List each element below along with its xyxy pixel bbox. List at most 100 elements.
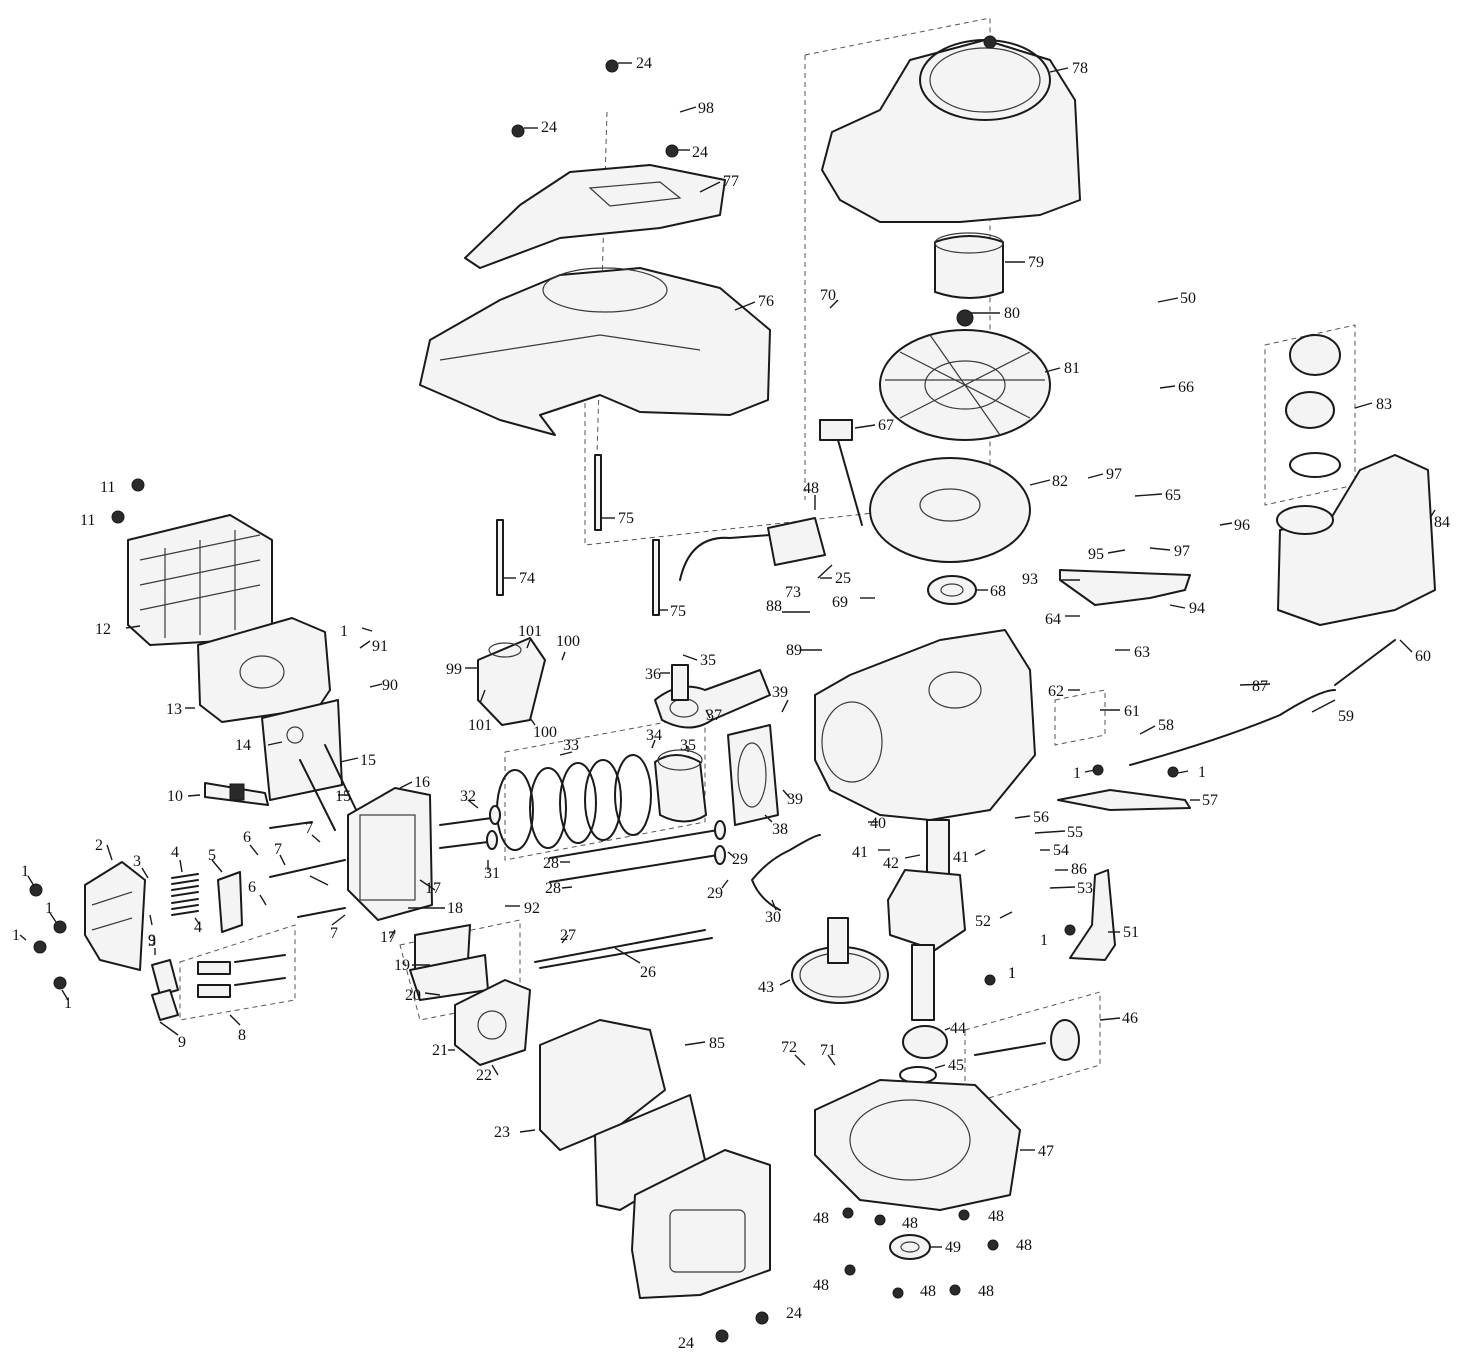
callout-label: 1 xyxy=(1008,965,1016,982)
top-cover-77 xyxy=(464,164,726,269)
callout-label: 21 xyxy=(432,1042,448,1059)
muffler-guard-12 xyxy=(127,514,273,646)
callout-label: 15 xyxy=(360,752,376,769)
callout-label: 6 xyxy=(248,879,256,896)
callout-label: 29 xyxy=(732,851,748,868)
callout-label: 80 xyxy=(1004,305,1020,322)
callout-label: 4 xyxy=(171,844,179,861)
callout-label: 11 xyxy=(100,479,115,496)
flywheel-magnet-82 xyxy=(869,457,1031,563)
valve-springs-4 xyxy=(171,873,199,916)
callout-label: 70 xyxy=(820,287,836,304)
callout-label: 48 xyxy=(803,480,819,497)
callout-label: 100 xyxy=(556,633,580,650)
callout-label: 49 xyxy=(945,1239,961,1256)
fan-cover-76 xyxy=(419,267,771,436)
callout-label: 90 xyxy=(382,677,398,694)
callout-label: 33 xyxy=(563,737,579,754)
callout-label: 83 xyxy=(1376,396,1392,413)
carburetor-21 xyxy=(454,979,531,1066)
callout-label: 14 xyxy=(235,737,251,754)
callout-label: 44 xyxy=(950,1020,966,1037)
muffler-gasket-14 xyxy=(261,699,343,801)
throttle-rods-26-27 xyxy=(534,929,713,969)
control-plate-93 xyxy=(1059,569,1191,606)
callout-label: 85 xyxy=(709,1035,725,1052)
callout-label: 37 xyxy=(706,707,722,724)
callout-label: 39 xyxy=(787,791,803,808)
callout-label: 52 xyxy=(975,913,991,930)
callout-label: 32 xyxy=(460,788,476,805)
callout-label: 55 xyxy=(1067,824,1083,841)
callout-label: 48 xyxy=(1016,1237,1032,1254)
callout-label: 7 xyxy=(305,820,313,837)
callout-label: 73 xyxy=(785,584,801,601)
callout-label: 67 xyxy=(878,417,894,434)
callout-label: 99 xyxy=(446,661,462,678)
gasket-38 xyxy=(727,724,779,826)
breather-tube-30 xyxy=(751,834,821,911)
pushrods-7 xyxy=(269,821,346,918)
bolts-misc xyxy=(29,59,1179,1343)
callout-label: 57 xyxy=(1202,792,1218,809)
callout-label: 11 xyxy=(80,512,95,529)
callout-label: 81 xyxy=(1064,360,1080,377)
callout-label: 62 xyxy=(1048,683,1064,700)
studs-15 xyxy=(299,744,361,831)
fuel-tank-84 xyxy=(1276,454,1436,626)
callout-label: 84 xyxy=(1434,514,1450,531)
gear-44 xyxy=(902,1025,948,1059)
callout-label: 51 xyxy=(1123,924,1139,941)
callout-label: 48 xyxy=(978,1283,994,1300)
callout-labels: 24 98 24 24 77 76 78 79 70 80 50 81 66 8… xyxy=(12,55,1450,1352)
gaskets-9 xyxy=(151,959,179,1021)
callout-label: 68 xyxy=(990,583,1006,600)
callout-label: 46 xyxy=(1122,1010,1138,1027)
callout-label: 4 xyxy=(194,919,202,936)
callout-label: 61 xyxy=(1124,703,1140,720)
callout-label: 74 xyxy=(519,570,535,587)
callout-label: 19 xyxy=(394,957,410,974)
callout-label: 36 xyxy=(645,666,661,683)
seal-49 xyxy=(889,1234,931,1260)
crankshaft-42 xyxy=(887,819,966,1021)
callout-label: 93 xyxy=(1022,571,1038,588)
callout-label: 97 xyxy=(1174,543,1190,560)
callout-label: 10 xyxy=(167,788,183,805)
callout-label: 87 xyxy=(1252,678,1268,695)
piston-34 xyxy=(654,749,707,823)
piston-rings-33 xyxy=(496,754,652,851)
callout-label: 34 xyxy=(646,727,662,744)
callout-label: 6 xyxy=(243,829,251,846)
callout-label: 101 xyxy=(518,623,542,640)
callout-label: 97 xyxy=(1106,466,1122,483)
callout-label: 53 xyxy=(1077,880,1093,897)
callout-label: 5 xyxy=(208,847,216,864)
callout-label: 50 xyxy=(1180,290,1196,307)
callout-label: 72 xyxy=(781,1039,797,1056)
callout-label: 60 xyxy=(1415,648,1431,665)
callout-label: 20 xyxy=(405,987,421,1004)
callout-label: 31 xyxy=(484,865,500,882)
callout-label: 77 xyxy=(723,173,739,190)
callout-label: 76 xyxy=(758,293,774,310)
valves-32-31 xyxy=(439,805,501,850)
callout-label: 95 xyxy=(1088,546,1104,563)
lifters-29 xyxy=(549,820,726,883)
callout-label: 2 xyxy=(95,837,103,854)
callout-label: 17 xyxy=(425,880,441,897)
callout-label: 1 xyxy=(12,927,20,944)
rocker-cover-2 xyxy=(84,861,146,971)
callout-label: 30 xyxy=(765,909,781,926)
callout-label: 48 xyxy=(813,1277,829,1294)
callout-label: 9 xyxy=(178,1034,186,1051)
callout-label: 15 xyxy=(335,788,351,805)
ignition-coil-73 xyxy=(679,517,826,581)
leader-lines xyxy=(19,62,1436,1248)
flywheel-81 xyxy=(879,309,1051,441)
callout-label: 69 xyxy=(832,594,848,611)
callout-label: 1 xyxy=(1198,764,1206,781)
callout-label: 7 xyxy=(330,925,338,942)
callout-label: 92 xyxy=(524,900,540,917)
